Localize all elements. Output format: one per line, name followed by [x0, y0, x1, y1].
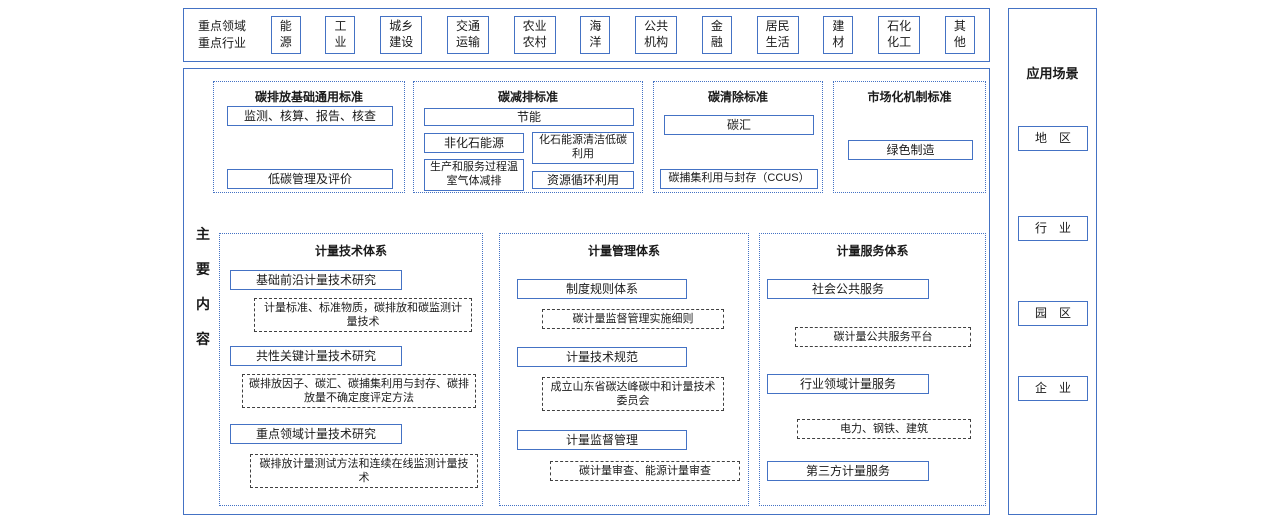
box-clean-fossil-energy: 化石能源清洁低碳利用 [532, 132, 634, 164]
scenario-enterprise: 企 业 [1018, 376, 1088, 401]
field-ocean-line1: 海 [589, 19, 602, 34]
field-public-institutions-line2: 机构 [644, 35, 669, 49]
box-public-service-platform-detail: 碳计量公共服务平台 [795, 327, 971, 347]
field-residential-line2: 生活 [765, 35, 790, 49]
main-content-label-char1: 主 [196, 226, 210, 242]
application-scenarios-title: 应用场景 [1026, 66, 1079, 81]
scenario-region: 地 区 [1018, 126, 1088, 151]
application-scenarios-panel: 应用场景 地 区 行 业 园 区 企 业 [1008, 8, 1097, 515]
box-shandong-committee-detail: 成立山东省碳达峰碳中和计量技术委员会 [542, 377, 724, 411]
field-petrochemical-line1: 石化 [887, 19, 912, 34]
field-ocean-line2: 洋 [589, 35, 602, 49]
group-management-system-title: 计量管理体系 [587, 244, 660, 258]
box-resource-recycling: 资源循环利用 [532, 171, 634, 189]
group-reduction-standards-title: 碳减排标准 [497, 90, 558, 104]
box-common-key-research: 共性关键计量技术研究 [230, 346, 402, 366]
field-building-materials-line2: 材 [832, 35, 845, 49]
field-building-materials: 建 材 [823, 16, 854, 54]
box-carbon-sink: 碳汇 [664, 115, 814, 135]
field-petrochemical: 石化 化工 [878, 16, 921, 54]
box-low-carbon-management: 低碳管理及评价 [227, 169, 393, 189]
box-ghg-reduction-production: 生产和服务过程温室气体减排 [424, 159, 524, 191]
box-industry-field-service: 行业领域计量服务 [767, 374, 929, 394]
scenario-industry: 行 业 [1018, 216, 1088, 241]
group-reduction-standards: 碳减排标准 节能 非化石能源 生产和服务过程温室气体减排 化石能源清洁低碳利用 … [413, 81, 643, 193]
key-fields-row: 重点领域 重点行业 能 源 工 业 城乡 建设 交通 运输 农业 农村 [184, 9, 989, 61]
group-removal-standards: 碳清除标准 碳汇 碳捕集利用与封存（CCUS） [653, 81, 823, 193]
box-social-public-service: 社会公共服务 [767, 279, 929, 299]
field-transportation: 交通 运输 [446, 16, 489, 54]
field-urban-rural-construction: 城乡 建设 [380, 16, 423, 54]
field-others: 其 他 [944, 16, 975, 54]
key-fields-bar: 重点领域 重点行业 能 源 工 业 城乡 建设 交通 运输 农业 农村 [183, 8, 990, 62]
main-content-label: 主 要 内 容 [194, 224, 212, 349]
field-public-institutions-line1: 公共 [644, 19, 669, 34]
box-measurement-standards-detail: 计量标准、标准物质，碳排放和碳监测计量技术 [254, 298, 472, 332]
field-industry-line2: 业 [334, 35, 347, 49]
field-energy: 能 源 [270, 16, 301, 54]
group-service-system: 计量服务体系 社会公共服务 碳计量公共服务平台 行业领域计量服务 电力、钢铁、建… [759, 233, 986, 506]
field-finance-line2: 融 [710, 35, 723, 49]
group-management-system: 计量管理体系 制度规则体系 碳计量监督管理实施细则 计量技术规范 成立山东省碳达… [499, 233, 749, 506]
box-online-monitoring-detail: 碳排放计量测试方法和连续在线监测计量技术 [250, 454, 478, 488]
field-agriculture-rural: 农业 农村 [513, 16, 556, 54]
box-power-steel-building-detail: 电力、钢铁、建筑 [797, 419, 971, 439]
box-institutional-rules: 制度规则体系 [517, 279, 687, 299]
field-urban-rural-line1: 城乡 [389, 19, 414, 34]
group-service-system-title: 计量服务体系 [836, 244, 909, 258]
key-fields-label-line1: 重点领域 [198, 19, 247, 34]
field-agriculture-line1: 农业 [522, 19, 547, 34]
box-supervision-management: 计量监督管理 [517, 430, 687, 450]
main-content-label-char2: 要 [196, 261, 210, 277]
main-content-label-char3: 内 [196, 296, 210, 312]
field-residential-life: 居民 生活 [756, 16, 799, 54]
box-third-party-service: 第三方计量服务 [767, 461, 929, 481]
key-fields-label: 重点领域 重点行业 [198, 18, 246, 52]
field-others-line1: 其 [953, 19, 966, 34]
group-basic-standards-title: 碳排放基础通用标准 [254, 90, 363, 104]
box-ccus: 碳捕集利用与封存（CCUS） [660, 169, 818, 189]
field-residential-line1: 居民 [765, 19, 790, 34]
box-key-field-research: 重点领域计量技术研究 [230, 424, 402, 444]
key-fields-label-line2: 重点行业 [198, 36, 247, 50]
group-market-standards-title: 市场化机制标准 [867, 90, 952, 104]
field-others-line2: 他 [953, 35, 966, 49]
field-ocean: 海 洋 [580, 16, 611, 54]
box-review-detail: 碳计量审查、能源计量审查 [550, 461, 740, 481]
box-emission-factor-detail: 碳排放因子、碳汇、碳捕集利用与封存、碳排放量不确定度评定方法 [242, 374, 476, 408]
field-energy-line1: 能 [279, 19, 292, 34]
box-technical-specifications: 计量技术规范 [517, 347, 687, 367]
group-tech-system-title: 计量技术体系 [314, 244, 387, 258]
box-supervision-rules-detail: 碳计量监督管理实施细则 [542, 309, 724, 329]
field-transportation-line2: 运输 [455, 35, 480, 49]
field-building-materials-line1: 建 [832, 19, 845, 34]
field-energy-line2: 源 [279, 35, 292, 49]
scenario-park: 园 区 [1018, 301, 1088, 326]
box-energy-saving: 节能 [424, 108, 634, 126]
field-agriculture-line2: 农村 [522, 35, 547, 49]
group-market-standards: 市场化机制标准 绿色制造 [833, 81, 986, 193]
group-tech-system: 计量技术体系 基础前沿计量技术研究 计量标准、标准物质，碳排放和碳监测计量技术 … [219, 233, 483, 506]
field-finance-line1: 金 [710, 19, 723, 34]
group-basic-standards: 碳排放基础通用标准 监测、核算、报告、核查 低碳管理及评价 [213, 81, 405, 193]
field-urban-rural-line2: 建设 [389, 35, 414, 49]
box-monitoring-accounting: 监测、核算、报告、核查 [227, 106, 393, 126]
field-industry: 工 业 [325, 16, 356, 54]
field-industry-line1: 工 [334, 19, 347, 34]
field-petrochemical-line2: 化工 [887, 35, 912, 49]
group-removal-standards-title: 碳清除标准 [707, 90, 768, 104]
main-content-label-char4: 容 [196, 331, 210, 347]
field-public-institutions: 公共 机构 [635, 16, 678, 54]
box-basic-frontier-research: 基础前沿计量技术研究 [230, 270, 402, 290]
field-finance: 金 融 [701, 16, 732, 54]
box-green-manufacturing: 绿色制造 [848, 140, 973, 160]
main-content-frame: 主 要 内 容 碳排放基础通用标准 监测、核算、报告、核查 低碳管理及评价 碳减… [183, 68, 990, 515]
field-transportation-line1: 交通 [455, 19, 480, 34]
box-non-fossil-energy: 非化石能源 [424, 133, 524, 153]
